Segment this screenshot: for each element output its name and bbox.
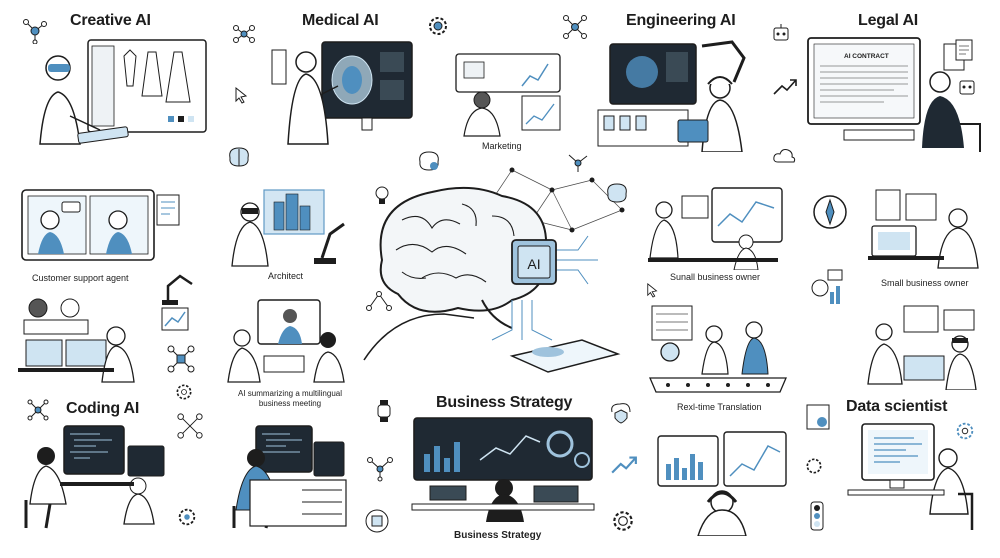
title-business-strategy: Business Strategy <box>436 394 573 411</box>
watermark-id: 2120321189 <box>3 330 17 490</box>
creative-ai-illustration <box>18 32 218 152</box>
caption-small-business-owner-2: Small business owner <box>881 278 969 288</box>
drone-icon <box>176 412 204 440</box>
business-strategy-illustration <box>410 414 596 526</box>
caption-small-business-owner-1: Sunall business owner <box>670 272 761 282</box>
gear-icon <box>174 382 194 402</box>
contract-heading: AI CONTRACT <box>844 53 889 60</box>
title-engineering-ai: Engineering AI <box>626 12 736 29</box>
caption-marketing: Marketing <box>482 141 522 151</box>
network-icon <box>22 18 48 44</box>
robot-arm-icon <box>160 262 200 306</box>
chart-icon <box>160 306 190 332</box>
caption-business-strategy-bottom: Business Strategy <box>454 530 542 541</box>
brain-icon <box>416 150 442 172</box>
cursor-icon <box>234 86 250 104</box>
title-legal-ai: Legal AI <box>858 12 919 29</box>
central-ai-brain-illustration: AI <box>362 160 642 385</box>
trend-arrow-icon <box>610 452 638 476</box>
office-team-illustration <box>16 292 146 384</box>
gear-icon <box>426 14 450 38</box>
network-icon <box>232 22 256 46</box>
network-icon <box>566 152 590 174</box>
cursor-icon <box>646 282 660 298</box>
gear-icon <box>954 420 976 442</box>
ai-chip-label: AI <box>527 256 540 272</box>
marketing-illustration <box>452 50 564 138</box>
title-coding-ai: Coding AI <box>66 400 140 417</box>
document-icon <box>954 38 976 64</box>
small-business-owner-2-illustration <box>866 188 982 272</box>
network-icon <box>562 14 588 40</box>
coding-ai-illustration <box>20 420 170 532</box>
cloud-icon <box>772 146 796 166</box>
network-icon <box>366 456 394 482</box>
brain-icon <box>226 146 252 168</box>
developer-desk-illustration <box>220 420 350 532</box>
caption-realtime-translation: Rexl-time Translation <box>677 402 762 412</box>
data-scientist-illustration <box>844 418 984 534</box>
small-business-owner-1-illustration <box>646 186 786 270</box>
lightbulb-icon <box>372 184 392 208</box>
network-icon <box>366 290 392 312</box>
watch-icon <box>374 398 394 424</box>
meeting-summary-illustration <box>224 298 350 384</box>
robot-icon <box>770 22 792 44</box>
compass-icon <box>810 192 850 232</box>
caption-customer-support: Customer support agent <box>32 273 129 283</box>
engineering-ai-illustration <box>592 36 772 152</box>
medical-ai-illustration <box>268 36 418 146</box>
document-icon <box>804 402 834 432</box>
caption-meeting-summary: AI summarizing a multilingual business m… <box>237 389 343 408</box>
title-medical-ai: Medical AI <box>302 12 379 29</box>
gear-icon <box>610 508 636 534</box>
document-icon <box>154 192 184 232</box>
gear-icon <box>176 506 198 528</box>
chart-analyst-illustration <box>652 428 792 536</box>
title-data-scientist: Data scientist <box>846 398 948 415</box>
drone-icon <box>166 344 196 374</box>
caption-architect: Architect <box>268 271 304 281</box>
title-creative-ai: Creative AI <box>70 12 151 29</box>
brain-icon <box>604 182 630 204</box>
legal-ai-illustration: AI CONTRACT <box>804 36 994 152</box>
gear-icon <box>804 456 824 476</box>
office-analyst-illustration <box>864 304 984 390</box>
realtime-translation-illustration <box>648 304 788 398</box>
architect-illustration <box>226 184 354 268</box>
trend-arrow-icon <box>772 76 798 96</box>
network-icon <box>26 398 50 422</box>
shield-icon <box>608 400 634 424</box>
traffic-light-icon <box>808 500 826 534</box>
chip-icon <box>364 508 390 534</box>
robot-icon <box>956 76 978 98</box>
chart-icon <box>808 268 848 306</box>
customer-support-illustration <box>18 188 158 268</box>
